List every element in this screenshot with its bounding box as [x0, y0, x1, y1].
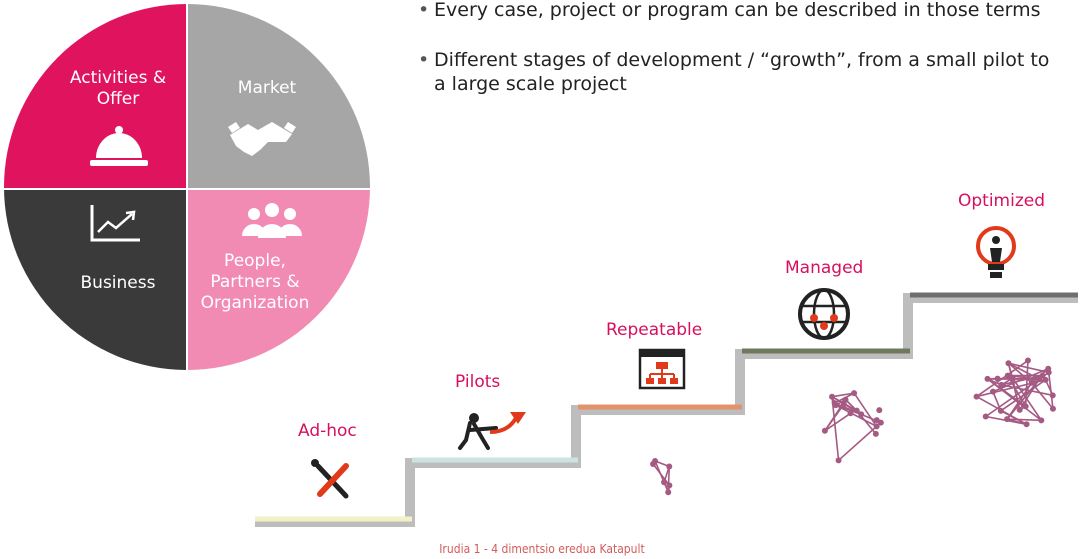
- network-node: [821, 427, 828, 434]
- quadrant-business-label: Business: [80, 273, 156, 293]
- network-node: [650, 461, 657, 468]
- network-node: [998, 381, 1005, 388]
- network-edge: [824, 412, 852, 432]
- network-node: [666, 463, 673, 470]
- network-node: [1004, 416, 1011, 423]
- figure-caption: Irudia 1 - 4 dimentsio eredua Katapult: [439, 542, 645, 556]
- network-edge: [835, 404, 877, 428]
- network-node: [1009, 375, 1016, 382]
- network-edge: [838, 425, 878, 461]
- people-group-icon: [242, 203, 302, 238]
- quadrant-activities-label: Activities &Offer: [69, 68, 167, 109]
- lightbulb-person-icon: [976, 226, 1016, 278]
- network-node: [1022, 403, 1029, 410]
- bullet-list: Every case, project or program can be de…: [416, 0, 1056, 122]
- network-node: [1049, 392, 1056, 399]
- network-node: [840, 401, 847, 408]
- bullet-item: Different stages of development / “growt…: [416, 48, 1056, 96]
- tug-of-war-arrow-icon: [458, 412, 526, 450]
- network-node: [1045, 369, 1052, 376]
- network-edge: [667, 466, 671, 493]
- network-edge: [1006, 375, 1044, 420]
- stage-label-managed: Managed: [785, 258, 864, 278]
- network-node: [847, 410, 854, 417]
- stage-label-repeatable: Repeatable: [606, 320, 703, 340]
- bullet-item: Every case, project or program can be de…: [416, 0, 1056, 22]
- quadrant-market-label: Market: [237, 78, 297, 98]
- network-node: [835, 457, 842, 464]
- network-node: [873, 423, 880, 430]
- network-node: [1004, 372, 1011, 379]
- network-edge: [831, 396, 840, 461]
- network-edge: [1000, 379, 1047, 412]
- network-edge: [1007, 418, 1042, 422]
- network-node: [872, 430, 879, 437]
- network-node: [829, 393, 836, 400]
- stage-label-optimized: Optimized: [958, 191, 1046, 211]
- network-edge: [654, 460, 665, 483]
- network-node: [851, 390, 858, 397]
- network-node: [1016, 406, 1023, 413]
- growth-chart-icon: [90, 205, 140, 242]
- network-edge: [1000, 410, 1027, 425]
- network-node: [997, 407, 1004, 414]
- network-graph-large: [973, 357, 1056, 428]
- stage-label-ad-hoc: Ad-hoc: [298, 421, 357, 441]
- network-node: [1038, 417, 1045, 424]
- stage-label-pilots: Pilots: [455, 372, 501, 392]
- network-graph-medium: [821, 390, 884, 464]
- network-node: [876, 407, 883, 414]
- network-node: [666, 482, 673, 489]
- network-edge: [1011, 377, 1021, 411]
- network-node: [1036, 376, 1043, 383]
- network-edge: [1001, 374, 1043, 386]
- network-edge: [831, 392, 855, 398]
- network-node: [842, 396, 849, 403]
- network-edge: [1008, 362, 1040, 380]
- network-node: [1028, 379, 1035, 386]
- network-node: [1024, 357, 1031, 364]
- four-dimension-circle: [4, 4, 370, 370]
- wrench-screwdriver-icon: [311, 459, 349, 499]
- network-node: [989, 388, 996, 395]
- network-edge: [1024, 360, 1029, 407]
- network-node: [982, 413, 989, 420]
- stair-outline: [255, 293, 1078, 527]
- network-node: [1005, 360, 1012, 367]
- serving-cloche-icon: [90, 126, 148, 166]
- network-edge: [853, 392, 878, 427]
- handshake-icon: [228, 122, 296, 156]
- network-node: [853, 407, 860, 414]
- network-node: [1049, 405, 1056, 412]
- network-edge: [1007, 362, 1033, 384]
- quadrant-people-label: People,Partners &Organization: [200, 251, 310, 313]
- network-graph-small: [650, 457, 673, 496]
- network-node: [973, 393, 980, 400]
- network-node: [858, 411, 865, 418]
- network-node: [984, 375, 991, 382]
- sitemap-window-icon: [638, 348, 686, 390]
- network-node: [877, 419, 884, 426]
- network-node: [1023, 421, 1030, 428]
- network-node: [1042, 376, 1049, 383]
- network-node: [665, 489, 672, 496]
- globe-network-icon: [798, 288, 850, 340]
- network-node: [832, 402, 839, 409]
- network-node: [661, 479, 668, 486]
- network-node: [994, 375, 1001, 382]
